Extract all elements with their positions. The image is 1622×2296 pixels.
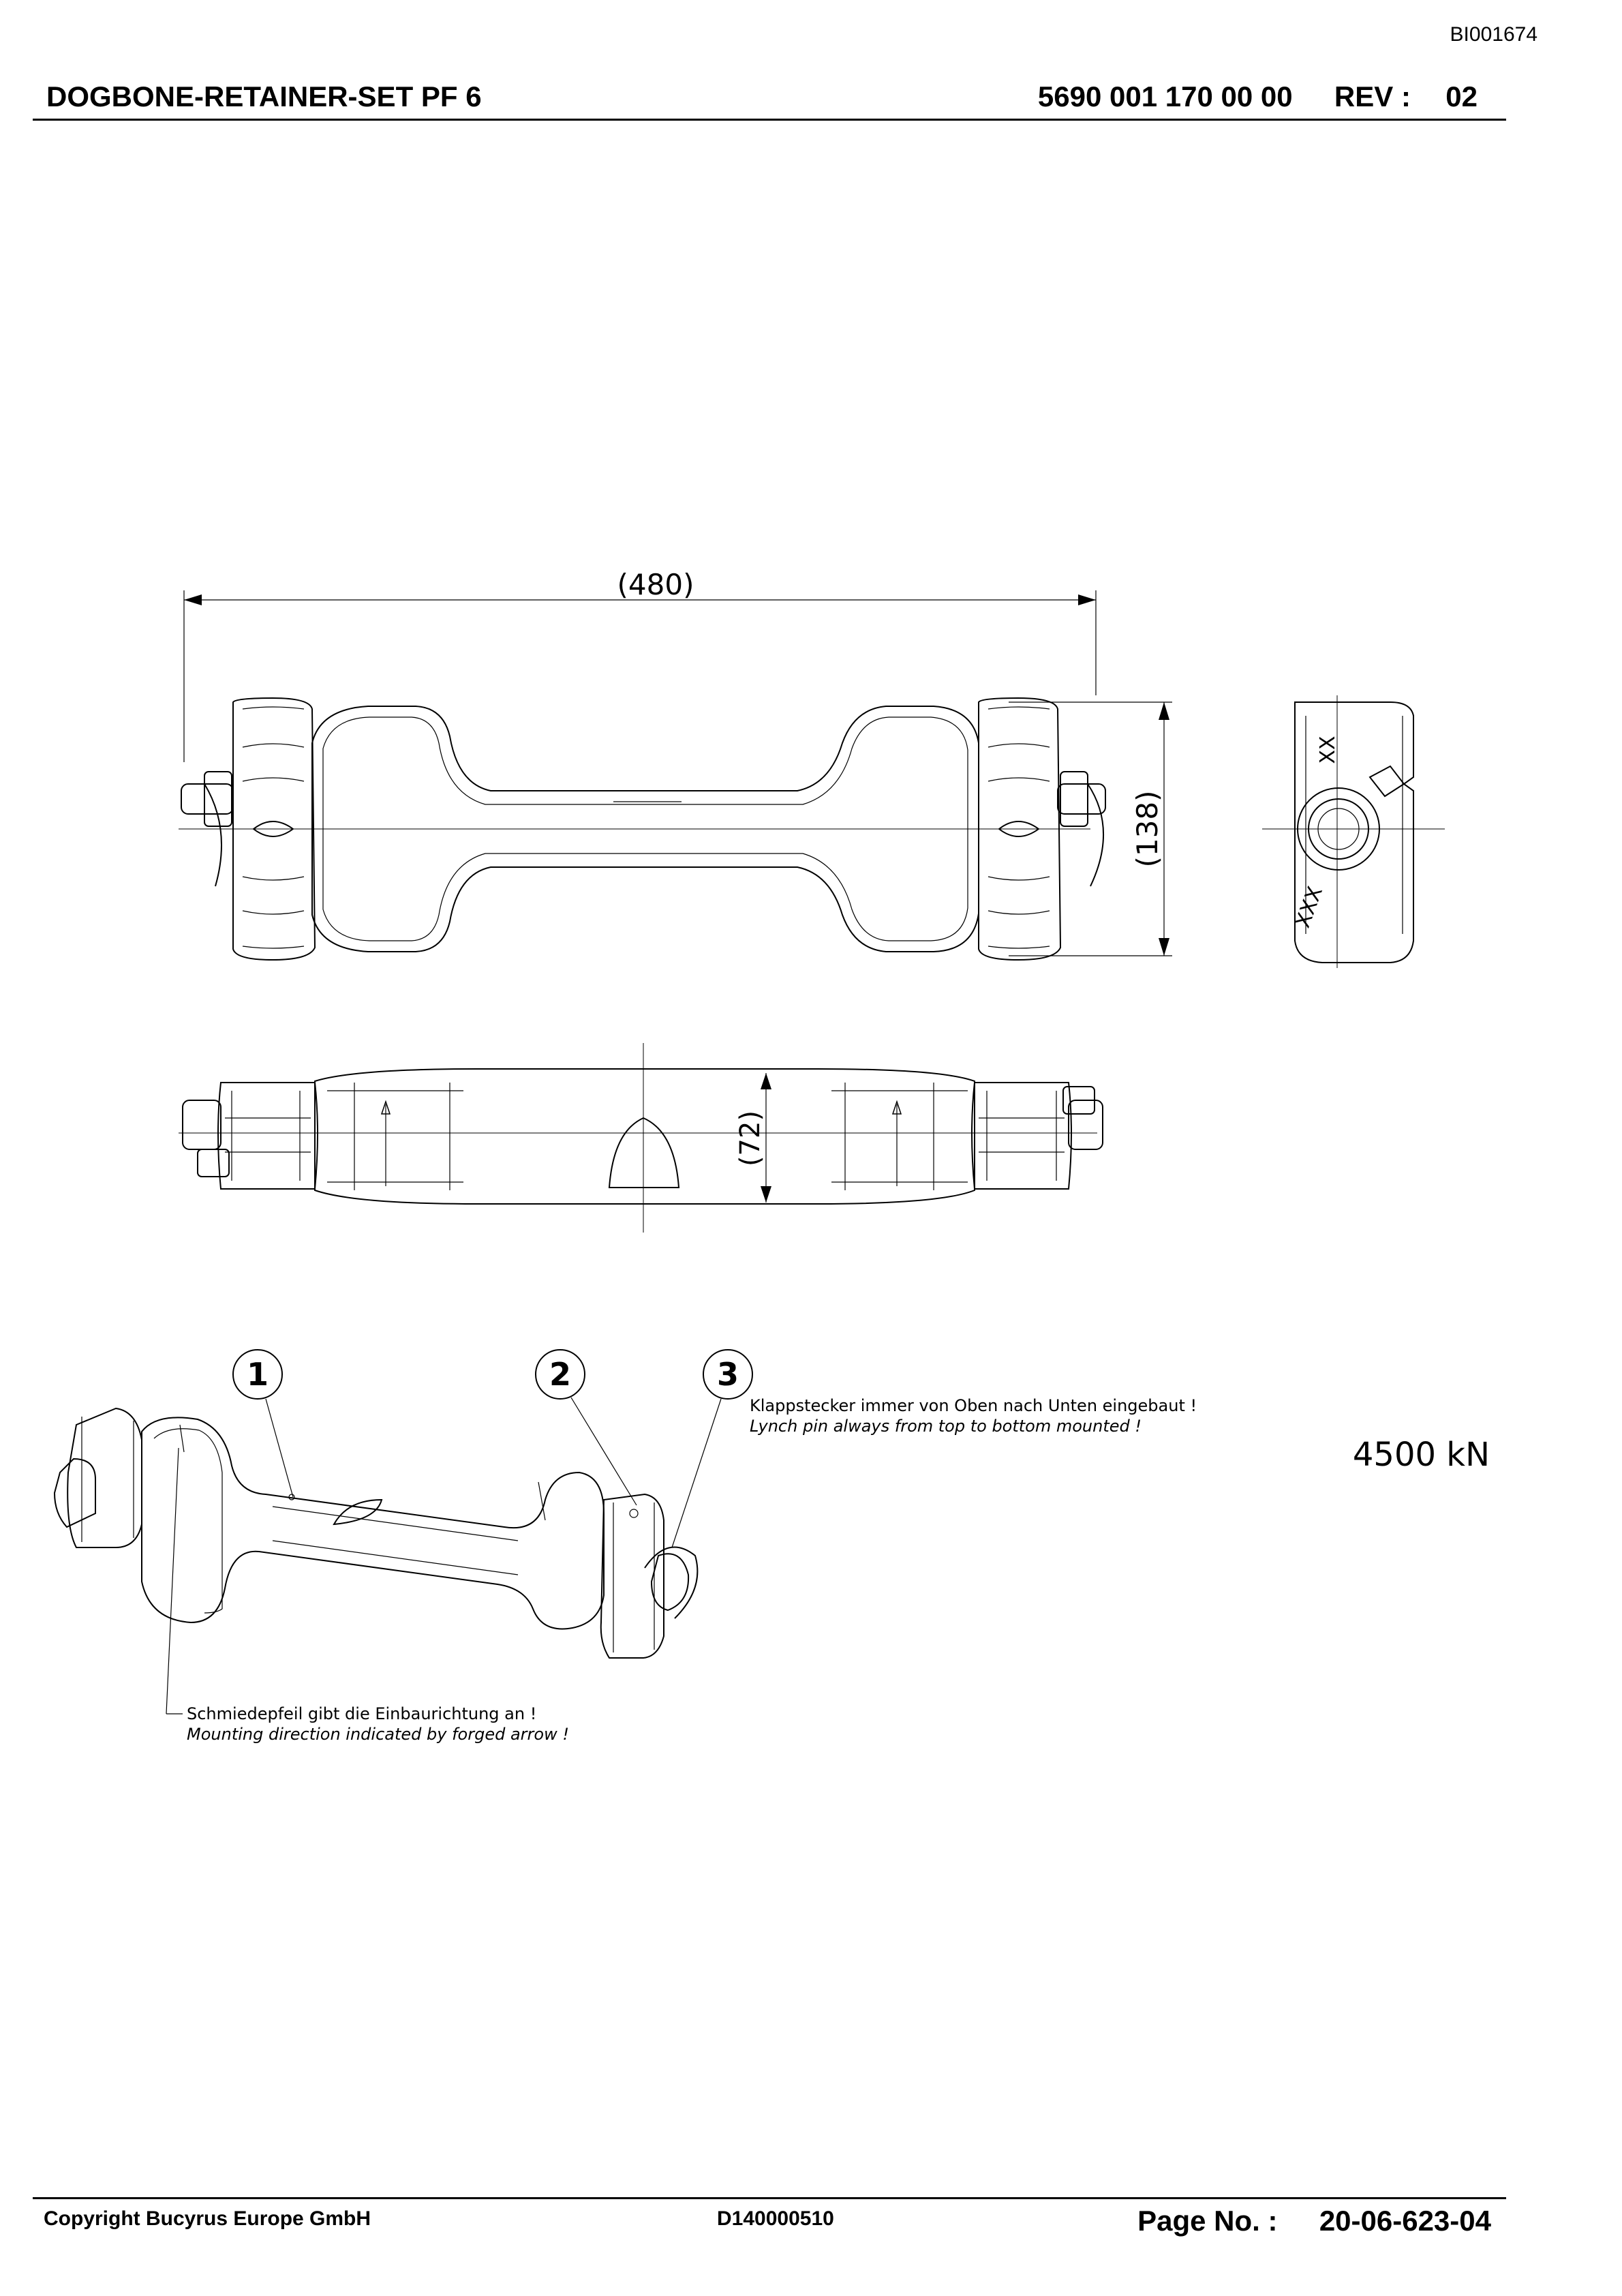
page-number: Page No. : 20-06-623-04 bbox=[1137, 2205, 1491, 2237]
note-forged-arrow-en: Mounting direction indicated by forged a… bbox=[187, 1725, 569, 1744]
top-view: (480) (138) bbox=[179, 568, 1172, 961]
callout-2: 2 bbox=[549, 1356, 571, 1393]
note-forged-arrow-de: Schmiedepfeil gibt die Einbaurichtung an… bbox=[187, 1704, 536, 1723]
part-number: 5690 001 170 00 00 bbox=[1037, 80, 1293, 112]
drawing-number: D140000510 bbox=[717, 2207, 834, 2230]
part-number-revision: 5690 001 170 00 00 REV : 02 bbox=[1038, 80, 1478, 113]
front-view: (72) bbox=[179, 1043, 1103, 1233]
callout-3: 3 bbox=[717, 1356, 739, 1393]
side-marking-lower: XXX bbox=[1291, 883, 1328, 931]
load-rating: 4500 kN bbox=[1353, 1436, 1490, 1474]
note-lynch-pin-de: Klappstecker immer von Oben nach Unten e… bbox=[750, 1396, 1197, 1415]
dimension-width: (72) bbox=[735, 1111, 766, 1166]
footer-rule bbox=[33, 2197, 1506, 2199]
callout-1: 1 bbox=[247, 1356, 269, 1393]
note-lynch-pin-en: Lynch pin always from top to bottom moun… bbox=[750, 1417, 1142, 1436]
dimension-height: (138) bbox=[1131, 791, 1164, 868]
dimension-length: (480) bbox=[617, 568, 694, 601]
header-rule bbox=[33, 119, 1506, 121]
document-id: BI001674 bbox=[1450, 23, 1537, 46]
page-value: 20-06-623-04 bbox=[1319, 2205, 1491, 2237]
page-label: Page No. : bbox=[1137, 2205, 1278, 2237]
end-view: XX XXX bbox=[1262, 695, 1445, 968]
part-title: DOGBONE-RETAINER-SET PF 6 bbox=[46, 80, 482, 112]
side-marking: XX bbox=[1316, 736, 1340, 764]
revision-label: REV : bbox=[1334, 80, 1411, 112]
revision-value: 02 bbox=[1445, 80, 1478, 112]
header: DOGBONE-RETAINER-SET PF 6 5690 001 170 0… bbox=[46, 80, 1478, 120]
isometric-view: 1 2 3 Klappstecker immer von Oben nach U… bbox=[53, 1349, 1490, 1744]
copyright: Copyright Bucyrus Europe GmbH bbox=[44, 2207, 371, 2230]
